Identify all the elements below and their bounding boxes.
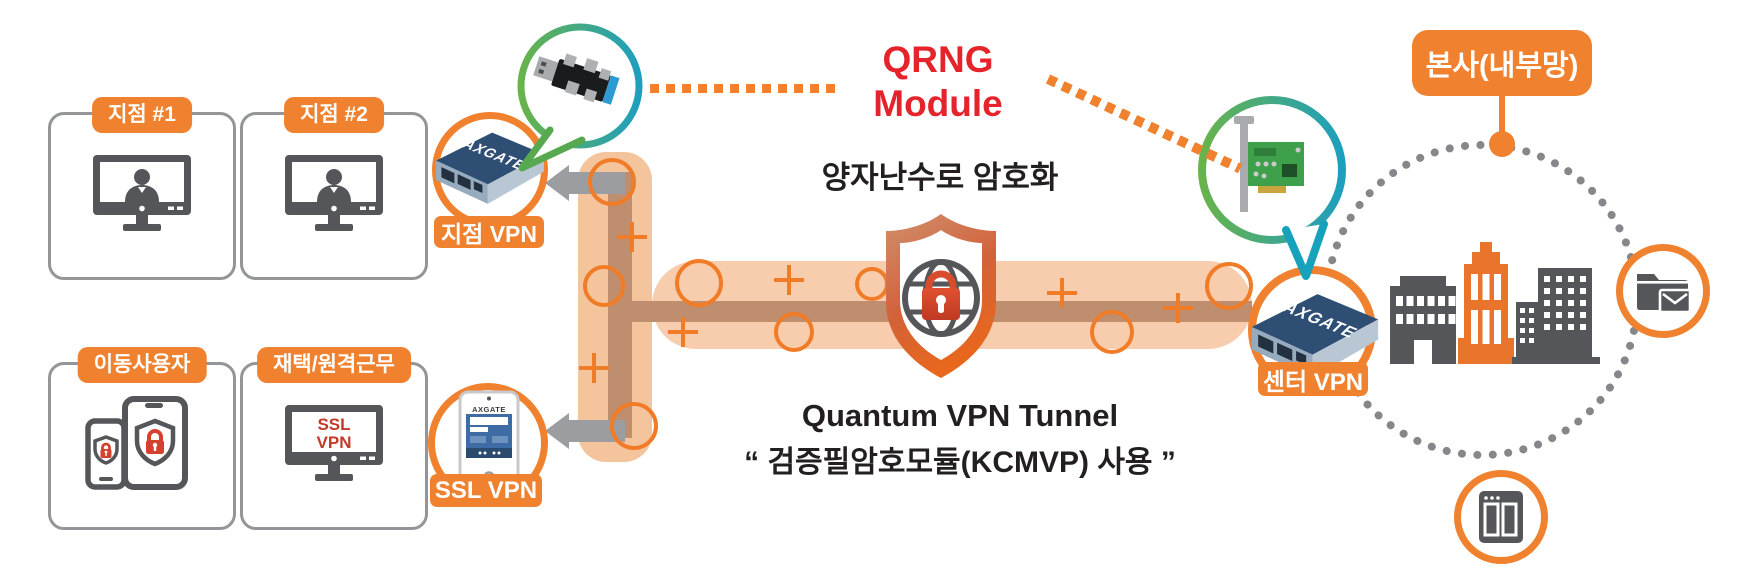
branch1-box: 지점 #1 [48, 97, 236, 280]
qrng-title-line2: Module [873, 82, 1003, 124]
pcie-qrng-card-icon [1234, 116, 1304, 212]
arrow-to-branch-vpn [545, 165, 569, 201]
branch2-box: 지점 #2 [240, 97, 428, 280]
tunnel-circle-symbol [588, 158, 636, 206]
callout-tail [518, 126, 586, 172]
ssl-vpn-label: SSL VPN [430, 474, 542, 507]
tunnel-title: Quantum VPN Tunnel [801, 398, 1119, 433]
orange-tower [1458, 242, 1514, 364]
tunnel-circle-symbol [774, 312, 814, 352]
tunnel-plus-symbol [579, 353, 609, 383]
hq-app-node [1454, 470, 1548, 564]
phone-brand-text: AXGATE [472, 405, 506, 414]
hq-connector-line [1499, 94, 1505, 136]
tunnel-plus-symbol [617, 222, 647, 252]
qrng-usb-callout [517, 23, 643, 172]
remote-work-tag: 재택/원격근무 [257, 347, 411, 383]
city-buildings-icon [1390, 242, 1600, 364]
monitor-ssl-icon: SSL VPN [285, 405, 383, 481]
vpn-router-icon: AXGATE [1251, 294, 1379, 378]
monitor-user-icon [93, 155, 191, 231]
folder-mail-icon [1637, 274, 1692, 314]
app-window-icon [1479, 491, 1523, 543]
branch2-tag: 지점 #2 [284, 97, 384, 133]
qrng-pcie-callout [1198, 96, 1346, 280]
hq-fileshare-node [1616, 244, 1710, 338]
globe-lock-shield-icon [886, 214, 996, 378]
qrng-title: QRNG Module [838, 38, 1038, 125]
tunnel-plus-symbol [1163, 293, 1193, 323]
tunnel-plus-symbol [774, 265, 804, 295]
arrow-to-ssl-vpn [545, 413, 569, 449]
tunnel-plus-symbol [1047, 278, 1077, 308]
tunnel-subtitle: “ 검증필암호모듈(KCMVP) 사용 ” [744, 446, 1176, 479]
callout-tail [1282, 220, 1328, 280]
hq-label: 본사(내부망) [1412, 30, 1592, 96]
mail-icon [1658, 288, 1692, 314]
center-vpn-label: 센터 VPN [1258, 362, 1368, 396]
tunnel-circle-symbol [675, 259, 723, 307]
mobile-users-tag: 이동사용자 [77, 347, 207, 383]
tunnel-plus-symbol [668, 317, 698, 347]
qrng-dotted-link-left [650, 84, 836, 93]
mobile-users-box: 이동사용자 [48, 347, 236, 530]
remote-work-box: 재택/원격근무 SSL VPN [240, 347, 428, 530]
tunnel-circle-symbol [610, 402, 658, 450]
monitor-user-icon [285, 155, 383, 231]
qrng-title-line1: QRNG [882, 39, 994, 80]
ssl-screen-line1: SSL [317, 415, 350, 434]
tunnel-circle-symbol [583, 265, 625, 307]
lock-icon [922, 270, 960, 320]
qrng-caption: 양자난수로 암호화 [821, 160, 1059, 195]
usb-qrng-module-icon [533, 53, 620, 105]
branch-vpn-label: 지점 VPN [434, 216, 544, 248]
ssl-screen-line2: VPN [317, 433, 352, 452]
tunnel-circle-symbol [1205, 262, 1253, 310]
branch1-tag: 지점 #1 [92, 97, 192, 133]
hq-connector-dot [1489, 131, 1515, 157]
phone-tablet-shield-icon [85, 396, 188, 490]
tunnel-circle-symbol [1090, 310, 1134, 354]
